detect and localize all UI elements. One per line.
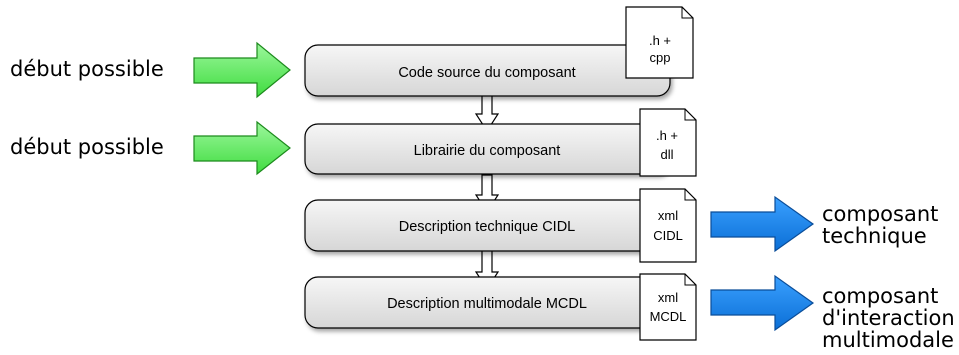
output-label-2: composant d'interaction multimodale <box>822 285 955 351</box>
document-icon-1: .h + cpp <box>625 6 694 79</box>
connector-arrows <box>474 82 500 291</box>
output-label-1: composant technique <box>822 203 938 247</box>
stage-label-1: Code source du composant <box>398 65 575 81</box>
output-label-1-line-1: composant <box>822 202 939 226</box>
output-label-2-line-1: composant <box>822 284 939 308</box>
document-3-line-2: CIDL <box>653 228 683 243</box>
output-label-2-line-2: d'interaction <box>822 306 955 331</box>
output-label-1-line-2: technique <box>822 224 927 249</box>
output-label-2-line-3: multimodale <box>822 328 954 353</box>
output-arrow-2 <box>710 274 815 332</box>
document-icon-3: xml CIDL <box>639 188 697 263</box>
document-4-line-1: xml <box>658 290 678 305</box>
document-icon-4: xml MCDL <box>639 273 697 341</box>
start-arrow-1 <box>193 41 291 99</box>
document-2-line-2: dll <box>660 147 673 162</box>
document-1-line-2: cpp <box>650 50 671 65</box>
output-arrow-1 <box>710 195 815 253</box>
start-arrow-2 <box>193 120 291 176</box>
document-3-line-1: xml <box>658 208 678 223</box>
document-1-line-1: .h + <box>649 33 671 48</box>
stage-label-4: Description multimodale MCDL <box>387 296 587 312</box>
document-icon-2: .h + dll <box>639 108 697 177</box>
start-label-1: début possible <box>10 57 164 81</box>
stage-label-3: Description technique CIDL <box>399 219 576 235</box>
document-4-line-2: MCDL <box>650 309 687 324</box>
document-2-line-1: .h + <box>656 128 678 143</box>
start-label-2: début possible <box>10 135 164 159</box>
stage-label-2: Librairie du composant <box>414 143 561 159</box>
